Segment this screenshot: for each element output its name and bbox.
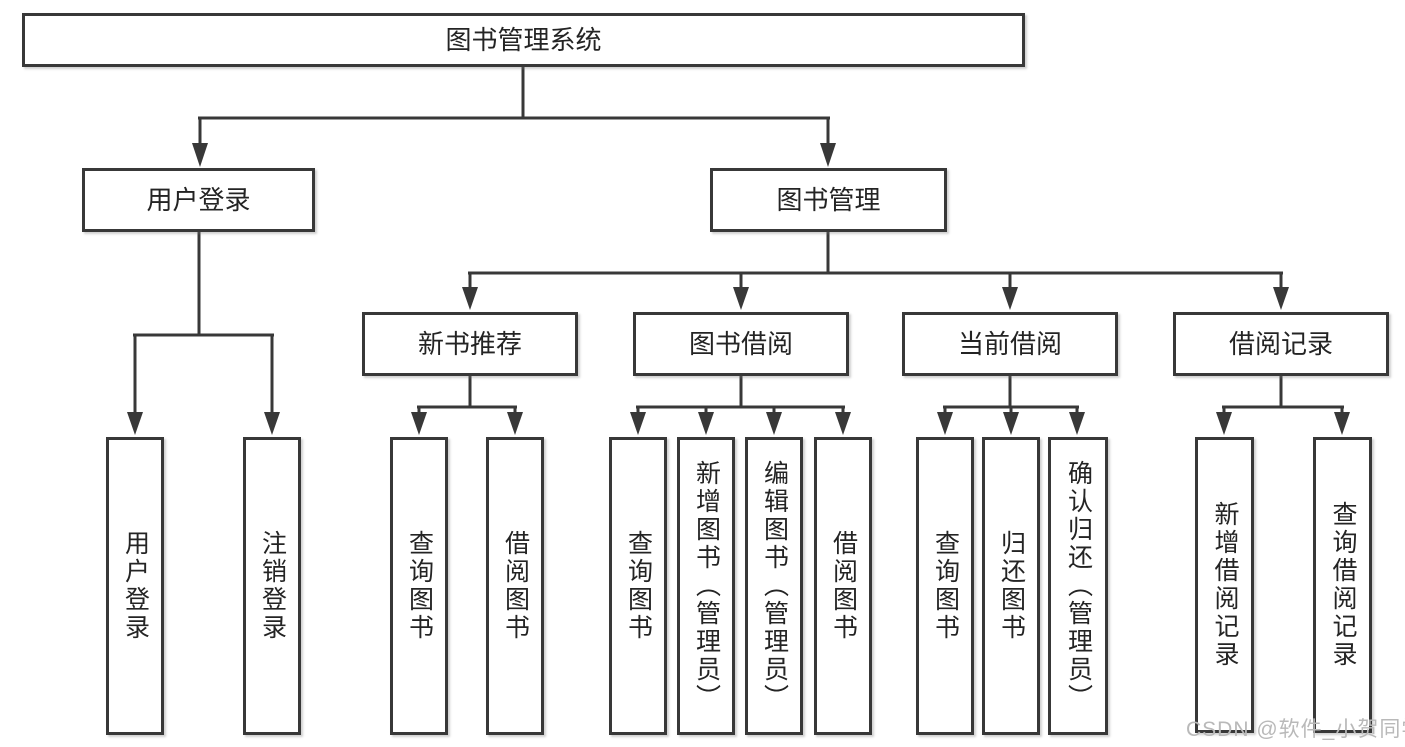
leaf-label: 编辑图书（管理员） [760, 460, 789, 712]
node-leaf-cb-return-books: 归还图书 [982, 437, 1040, 735]
watermark: CSDN @软件_小贺同学 [1186, 718, 1405, 741]
node-leaf-user-login: 用户登录 [106, 437, 164, 735]
node-current-borrow: 当前借阅 [902, 312, 1118, 376]
node-book-borrow: 图书借阅 [633, 312, 849, 376]
node-leaf-cb-confirm-return-admin: 确认归还（管理员） [1048, 437, 1108, 735]
node-leaf-br-add-record: 新增借阅记录 [1195, 437, 1254, 733]
leaf-label: 查询图书 [931, 530, 960, 642]
leaf-label: 注销登录 [258, 530, 287, 642]
node-book-management: 图书管理 [710, 168, 947, 232]
leaf-label: 查询借阅记录 [1329, 501, 1357, 669]
leaf-label: 用户登录 [121, 530, 150, 642]
node-leaf-bb-borrow-books: 借阅图书 [814, 437, 872, 735]
leaf-label: 归还图书 [997, 530, 1026, 642]
leaf-label: 新增借阅记录 [1211, 501, 1239, 669]
node-leaf-bb-edit-books-admin: 编辑图书（管理员） [745, 437, 803, 735]
leaf-label: 查询图书 [405, 530, 434, 642]
leaf-label: 查询图书 [624, 530, 653, 642]
node-leaf-logout: 注销登录 [243, 437, 301, 735]
leaf-label: 借阅图书 [501, 530, 530, 642]
node-root-system: 图书管理系统 [22, 13, 1025, 67]
node-leaf-nbr-borrow-books: 借阅图书 [486, 437, 544, 735]
node-leaf-br-query-record: 查询借阅记录 [1313, 437, 1372, 733]
node-user-login: 用户登录 [82, 168, 315, 232]
node-leaf-nbr-query-books: 查询图书 [390, 437, 448, 735]
node-new-book-recommend: 新书推荐 [362, 312, 578, 376]
node-leaf-bb-query-books: 查询图书 [609, 437, 667, 735]
leaf-label: 新增图书（管理员） [692, 460, 721, 712]
leaf-label: 借阅图书 [829, 530, 858, 642]
leaf-label: 确认归还（管理员） [1064, 460, 1093, 712]
node-leaf-cb-query-books: 查询图书 [916, 437, 974, 735]
node-borrow-records: 借阅记录 [1173, 312, 1389, 376]
node-leaf-bb-add-books-admin: 新增图书（管理员） [677, 437, 735, 735]
